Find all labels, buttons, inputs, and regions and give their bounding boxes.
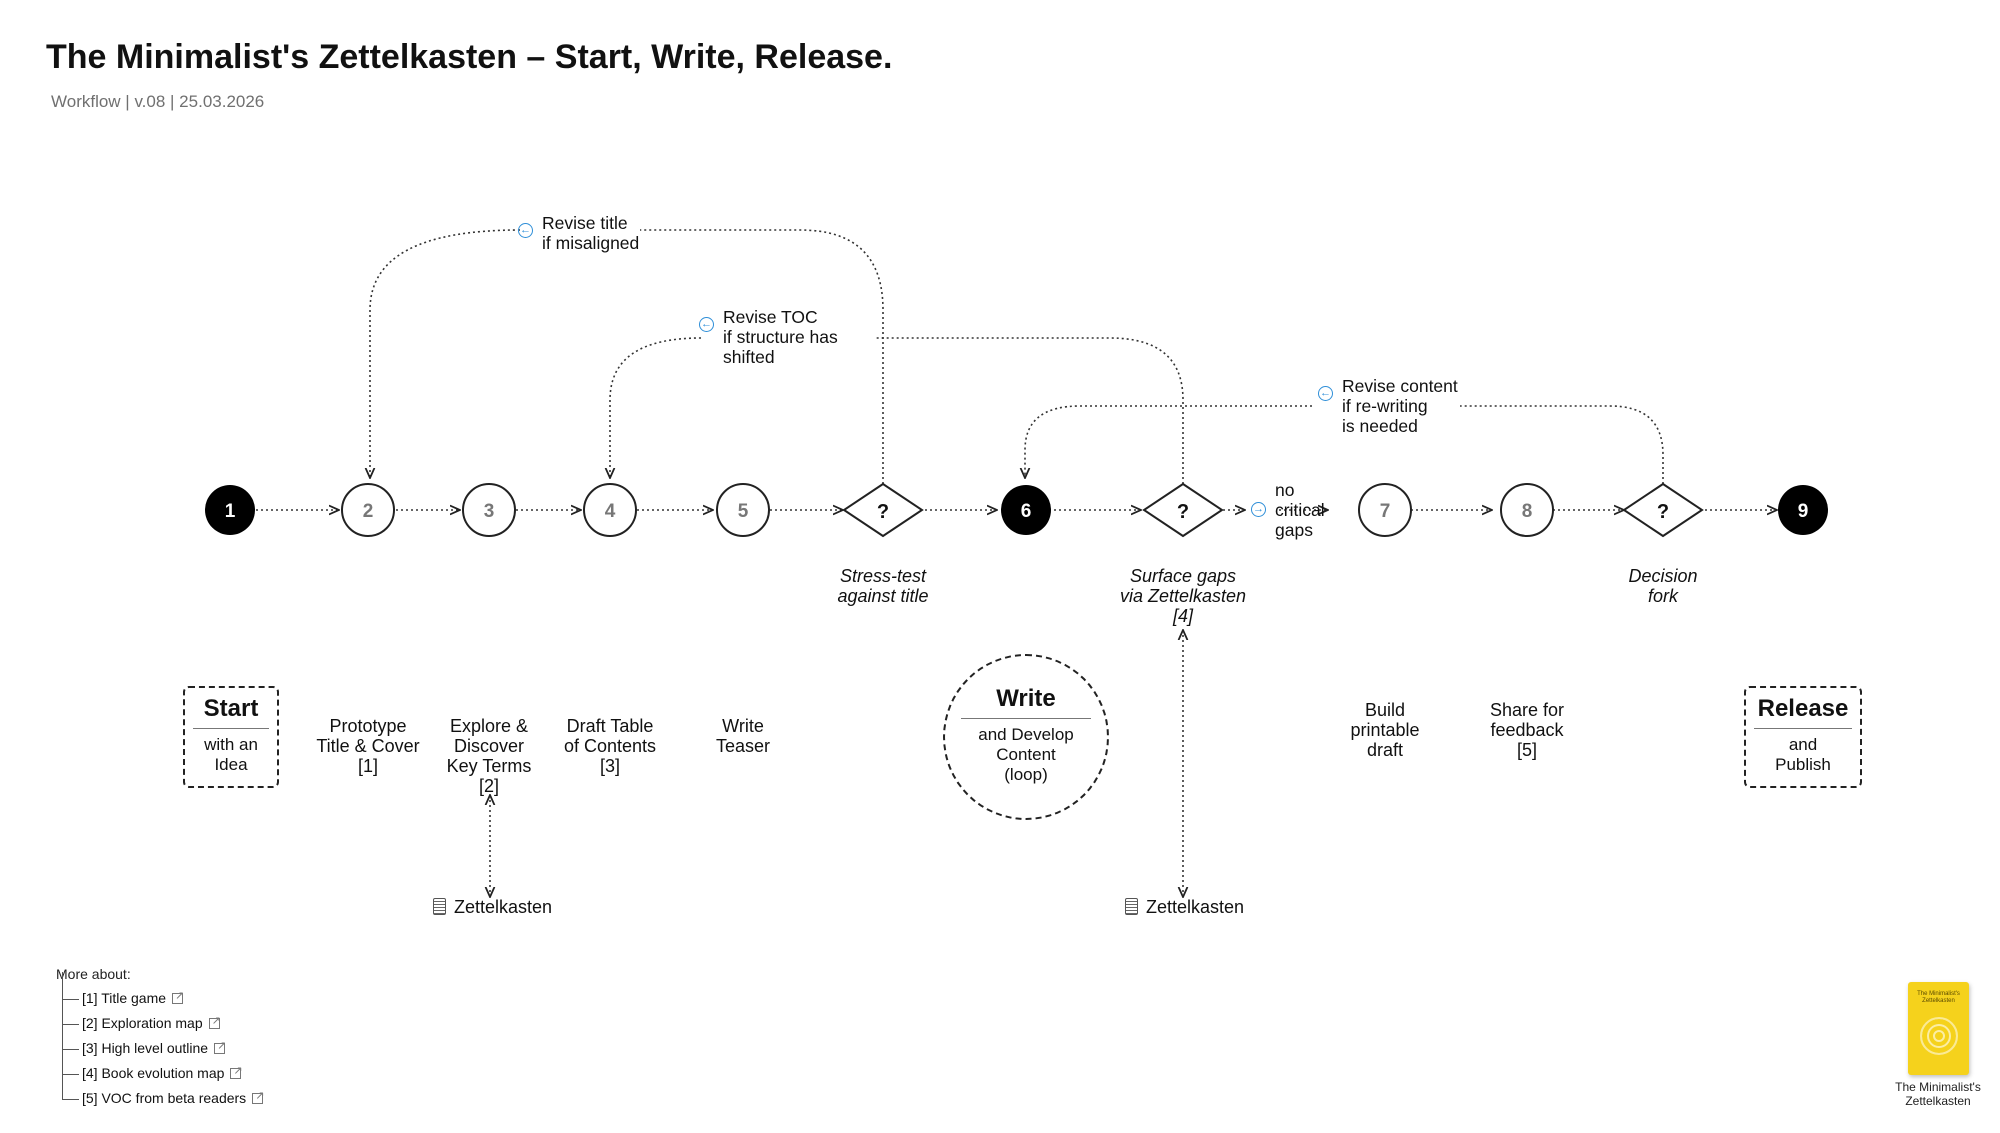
- svg-text:3: 3: [484, 501, 495, 522]
- reference-link-5[interactable]: [5] VOC from beta readers: [56, 1072, 264, 1113]
- back-arrow-icon: ←: [518, 223, 533, 238]
- svg-text:9: 9: [1798, 501, 1809, 522]
- more-about-section: More about: [1] Title game [2] Explorati…: [56, 966, 264, 1113]
- external-link-icon: [230, 1061, 243, 1081]
- svg-text:?: ?: [1177, 501, 1189, 523]
- svg-text:1: 1: [225, 501, 236, 522]
- page-title: The Minimalist's Zettelkasten – Start, W…: [46, 38, 893, 76]
- stress-test-caption: Stress-test against title: [837, 566, 929, 606]
- more-about-heading: More about:: [56, 966, 131, 982]
- step-2-node: 2: [341, 483, 395, 537]
- feedback-loops: [370, 229, 1664, 484]
- back-arrow-icon: ←: [699, 317, 714, 332]
- step-6-node: 6: [1001, 485, 1051, 535]
- step-7-node: 7: [1358, 483, 1412, 537]
- surface-gaps-caption: Surface gaps via Zettelkasten [4]: [1119, 566, 1247, 626]
- back-arrow-icon: ←: [1318, 386, 1333, 401]
- stress-test-decision: ?: [842, 482, 924, 538]
- svg-text:7: 7: [1380, 501, 1391, 522]
- zettelkasten-label-1: Zettelkasten: [433, 897, 552, 918]
- external-link-icon: [172, 986, 184, 1006]
- reference-link-2[interactable]: [2] Exploration map: [56, 997, 263, 1038]
- step-5-node: 5: [716, 483, 770, 537]
- svg-text:4: 4: [605, 501, 616, 522]
- no-critical-gaps-label: → no critical gaps: [1251, 480, 1325, 540]
- zettelkasten-box-icon: [1125, 898, 1138, 915]
- step-3-node: 3: [462, 483, 516, 537]
- zettelkasten-links: [490, 630, 1183, 897]
- zettelkasten-box-icon: [433, 898, 446, 915]
- revise-toc-label: ← Revise TOC if structure has shifted: [699, 307, 838, 367]
- spiral-logo-icon: [1919, 1017, 1958, 1055]
- svg-text:5: 5: [738, 501, 749, 522]
- step-4-node: 4: [583, 483, 637, 537]
- svg-text:2: 2: [363, 501, 374, 522]
- decision-fork-caption: Decision fork: [1628, 566, 1698, 606]
- svg-text:?: ?: [1657, 501, 1669, 523]
- revise-title-label: ← Revise title if misaligned: [518, 213, 640, 253]
- external-link-icon: [252, 1086, 264, 1106]
- write-phase-title: Write: [961, 684, 1091, 719]
- revise-content-label: ← Revise content if re-writing is needed: [1318, 376, 1458, 436]
- step-9-node: 9: [1778, 485, 1828, 535]
- release-phase-title: Release: [1754, 694, 1852, 729]
- step-8-node: 8: [1500, 483, 1554, 537]
- reference-link-4[interactable]: [4] Book evolution map: [56, 1047, 263, 1088]
- external-link-icon: [214, 1036, 226, 1056]
- external-link-icon: [208, 1011, 221, 1031]
- decision-fork: ?: [1622, 482, 1704, 538]
- svg-text:?: ?: [877, 501, 889, 523]
- reference-link-1[interactable]: [1] Title game: [56, 972, 263, 1013]
- zettelkasten-label-2: Zettelkasten: [1125, 897, 1244, 918]
- forward-arrow-icon: →: [1251, 502, 1266, 517]
- reference-link-3[interactable]: [3] High level outline: [56, 1022, 263, 1063]
- svg-text:6: 6: [1021, 501, 1032, 522]
- svg-text:8: 8: [1522, 501, 1533, 522]
- step-1-node: 1: [205, 485, 255, 535]
- surface-gaps-decision: ?: [1142, 482, 1224, 538]
- page-subtitle: Workflow | v.08 | 25.03.2026: [51, 92, 265, 111]
- start-phase-title: Start: [193, 694, 269, 729]
